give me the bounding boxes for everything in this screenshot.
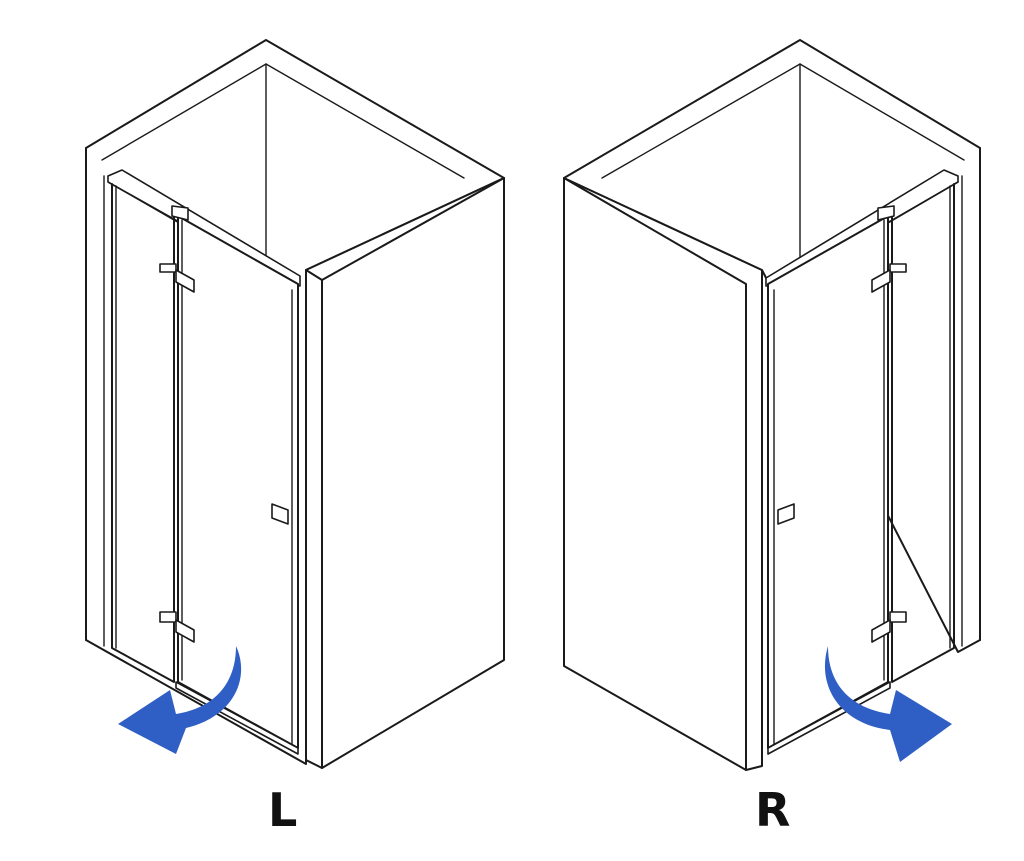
left-enclosure-door (175, 215, 299, 755)
curved-arrow-left-icon (118, 646, 242, 754)
left-variant-label: L (268, 783, 297, 837)
right-enclosure: R (563, 39, 981, 837)
right-enclosure-hinge-top (871, 263, 907, 293)
left-enclosure-door-handle (271, 503, 289, 525)
right-enclosure-door-handle (777, 503, 795, 525)
right-enclosure-fixed-panel (891, 183, 955, 683)
right-variant-label: R (755, 783, 790, 837)
left-enclosure-top-bracket (171, 205, 189, 221)
right-enclosure-side-pillar (563, 177, 763, 771)
right-enclosure-hinge-bottom (871, 611, 907, 643)
left-enclosure: L (85, 39, 505, 837)
left-enclosure-hinge-top (159, 263, 195, 293)
right-enclosure-top-bracket (877, 205, 895, 221)
right-enclosure-back-wall (563, 39, 981, 653)
left-enclosure-hinge-bottom (159, 611, 195, 643)
right-enclosure-door (767, 215, 891, 755)
left-enclosure-side-pillar (305, 177, 505, 769)
curved-arrow-right-icon (824, 646, 952, 762)
left-enclosure-fixed-panel (111, 183, 175, 683)
